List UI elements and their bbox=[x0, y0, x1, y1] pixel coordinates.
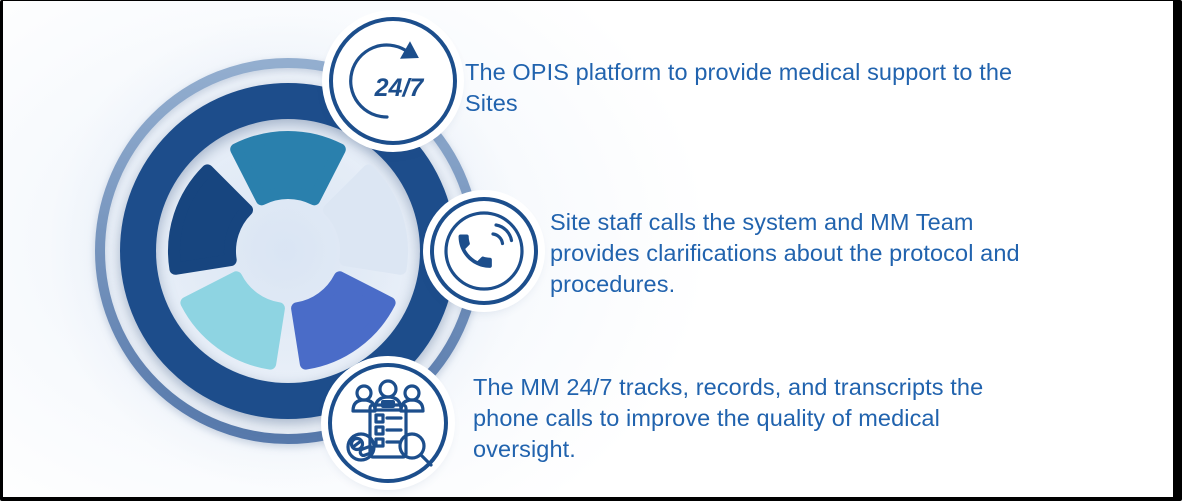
phone-call-icon bbox=[444, 211, 524, 291]
badge-24-7-label: 24/7 bbox=[374, 74, 425, 102]
arrowhead bbox=[400, 41, 419, 59]
24-7-clock-arrow-icon: 24/7 bbox=[349, 41, 425, 119]
pills bbox=[346, 432, 376, 462]
sound-wave-small bbox=[491, 232, 505, 246]
inner-ring bbox=[444, 211, 524, 291]
caption-site-staff-calls: Site staff calls the system and MM Team … bbox=[550, 209, 1020, 297]
wheel-segment-upper-right bbox=[323, 164, 408, 275]
magnifying-glass bbox=[398, 432, 433, 467]
caption-opis-platform: The OPIS platform to provide medical sup… bbox=[465, 59, 1013, 116]
wheel-segment-lower-left bbox=[180, 271, 285, 370]
wheel-segment-left bbox=[168, 164, 253, 275]
phone-handset bbox=[458, 234, 492, 268]
badge-24-7: 24/7 bbox=[329, 17, 457, 145]
wheel-segment-lower-right bbox=[291, 271, 396, 370]
medical-team-review-icon bbox=[346, 379, 433, 467]
caption-mm-247-tracks: The MM 24/7 tracks, records, and transcr… bbox=[473, 374, 984, 462]
sound-wave-large bbox=[494, 223, 514, 243]
badge-phone-call bbox=[430, 197, 538, 305]
wheel-segments bbox=[168, 131, 408, 370]
process-wheel bbox=[95, 58, 481, 444]
wheel-segment-top bbox=[230, 131, 346, 206]
badge-medical-team-review bbox=[328, 363, 448, 483]
circular-arrow-arc bbox=[349, 43, 407, 119]
clipboard bbox=[368, 400, 408, 459]
